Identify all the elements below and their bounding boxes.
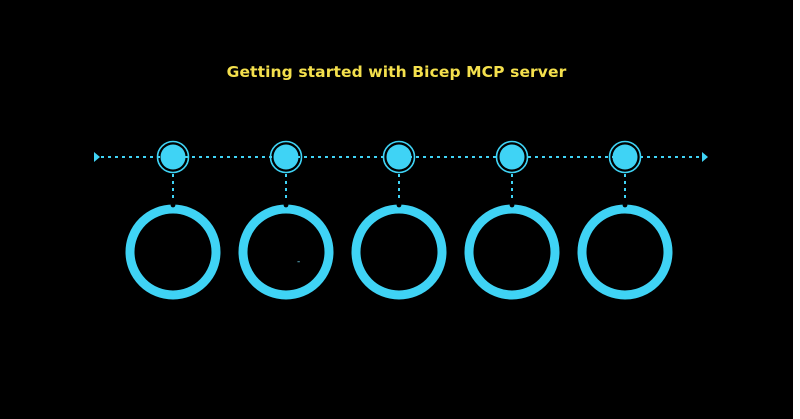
step-node: [273, 144, 299, 170]
step-ring-marker: [283, 202, 289, 208]
step-ring-marker: [396, 202, 402, 208]
timeline-step: [238, 140, 334, 300]
stray-mark: -: [297, 257, 300, 267]
diagram-title: Getting started with Bicep MCP server: [226, 63, 567, 81]
step-ring-marker: [622, 202, 628, 208]
step-node-outline: [608, 140, 642, 174]
step-node: [386, 144, 412, 170]
step-node-outline: [495, 140, 529, 174]
timeline-steps: [125, 140, 673, 300]
timeline-step: [577, 140, 673, 300]
step-ring: [238, 204, 334, 300]
step-ring: [125, 204, 221, 300]
step-node-outline: [382, 140, 416, 174]
step-ring: [351, 204, 447, 300]
timeline-step: [125, 140, 221, 300]
step-ring: [464, 204, 560, 300]
timeline-step: [464, 140, 560, 300]
timeline-start-arrow: [94, 152, 100, 162]
step-node-outline: [156, 140, 190, 174]
timeline-end-arrow: [702, 152, 708, 162]
step-ring-marker: [509, 202, 515, 208]
step-node: [160, 144, 186, 170]
step-node: [499, 144, 525, 170]
step-node: [612, 144, 638, 170]
timeline-step: [351, 140, 447, 300]
step-ring: [577, 204, 673, 300]
step-ring-marker: [170, 202, 176, 208]
step-node-outline: [269, 140, 303, 174]
